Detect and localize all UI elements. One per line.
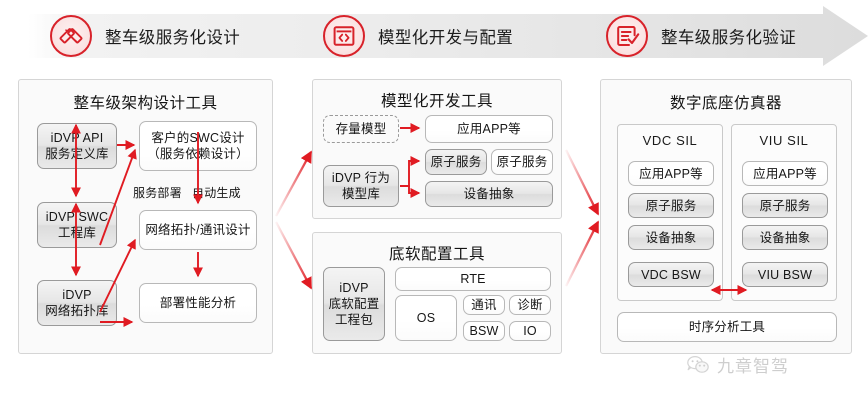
node-idvp-bsw-config-package[interactable]: iDVP 底软配置 工程包 (323, 267, 385, 341)
node-label: 原子服务 (759, 198, 811, 213)
group-title: VIU SIL (759, 133, 809, 148)
node-line-1: iDVP (62, 288, 92, 302)
ruler-pencil-icon (50, 15, 92, 57)
banner-stage-label: 整车级服务化验证 (661, 29, 797, 47)
node-diagnostics[interactable]: 诊断 (509, 295, 551, 315)
edge-label-auto-generate: 自动生成 (192, 186, 241, 200)
banner-stage-design[interactable]: 整车级服务化设计 (50, 6, 240, 66)
node-customer-swc-design[interactable]: 客户的SWC设计 （服务依赖设计） (139, 121, 257, 171)
node-line-2: 工程库 (57, 226, 97, 240)
node-label: RTE (460, 272, 486, 286)
node-atomic-service-secondary[interactable]: 原子服务 (491, 149, 553, 175)
node-line-2: 底软配置 (328, 297, 380, 311)
edge-label-service-deployment: 服务部署 (133, 186, 182, 200)
node-label: OS (416, 311, 436, 325)
banner-stage-label: 模型化开发与配置 (378, 29, 514, 47)
banner-stage-verify[interactable]: 整车级服务化验证 (606, 6, 796, 66)
panel-architecture-design-tool: 整车级架构设计工具 iDVP API 服务定义库 iDVP SWC 工程库 iD… (18, 79, 273, 354)
node-communication[interactable]: 通讯 (463, 295, 505, 315)
banner-stage-label: 整车级服务化设计 (105, 29, 241, 47)
node-label: 诊断 (517, 298, 543, 312)
node-idvp-behavior-model-library[interactable]: iDVP 行为 模型库 (323, 165, 399, 207)
node-io[interactable]: IO (509, 321, 551, 341)
node-rte[interactable]: RTE (395, 267, 551, 291)
node-viu-bsw[interactable]: VIU BSW (742, 262, 828, 287)
panel-title: 底软配置工具 (388, 246, 485, 263)
node-vdc-atomic-service[interactable]: 原子服务 (628, 193, 714, 218)
node-line-2: （服务依赖设计） (147, 147, 249, 161)
node-label: 应用APP等 (639, 166, 703, 181)
node-line-1: iDVP (339, 281, 369, 295)
node-device-abstraction[interactable]: 设备抽象 (425, 181, 553, 207)
node-line-1: iDVP SWC (45, 210, 109, 224)
node-idvp-swc-library[interactable]: iDVP SWC 工程库 (37, 202, 117, 248)
node-label: 设备抽象 (463, 187, 515, 201)
node-label: 通讯 (471, 298, 497, 312)
node-label: 设备抽象 (759, 230, 811, 245)
node-line-1: iDVP API (50, 131, 104, 145)
node-vdc-bsw[interactable]: VDC BSW (628, 262, 714, 287)
panel-model-development-tool: 模型化开发工具 存量模型 iDVP 行为 模型库 应用APP等 原子服务 原子服… (312, 79, 562, 219)
node-timing-analysis-tool[interactable]: 时序分析工具 (617, 312, 837, 342)
node-bsw[interactable]: BSW (463, 321, 505, 341)
node-idvp-topology-library[interactable]: iDVP 网络拓扑库 (37, 280, 117, 326)
node-os[interactable]: OS (395, 295, 457, 341)
node-line-2: 模型库 (341, 187, 381, 201)
node-label: VDC BSW (641, 267, 701, 282)
node-atomic-service-primary[interactable]: 原子服务 (425, 149, 487, 175)
panel-digital-base-simulator: 数字底座仿真器 VDC SIL 应用APP等 原子服务 设备抽象 VDC BSW… (600, 79, 852, 354)
node-label: 存量模型 (335, 122, 387, 136)
node-viu-device-abstraction[interactable]: 设备抽象 (742, 225, 828, 250)
panel-title: 数字底座仿真器 (669, 95, 782, 112)
wechat-icon (687, 355, 709, 373)
watermark-text: 九章智驾 (717, 357, 789, 376)
node-label: BSW (469, 324, 499, 338)
node-label: VIU BSW (757, 267, 813, 282)
panel-basic-software-config-tool: 底软配置工具 iDVP 底软配置 工程包 RTE OS 通讯 诊断 BSW IO (312, 232, 562, 354)
panel-title: 整车级架构设计工具 (73, 95, 218, 112)
code-window-icon (323, 15, 365, 57)
node-idvp-api-library[interactable]: iDVP API 服务定义库 (37, 123, 117, 169)
node-label: 原子服务 (430, 155, 482, 169)
node-line-3: 工程包 (334, 313, 374, 327)
node-line-1: iDVP 行为 (331, 171, 391, 185)
group-title: VDC SIL (642, 133, 698, 148)
node-line-1: 部署性能分析 (159, 296, 237, 310)
node-vdc-app[interactable]: 应用APP等 (628, 161, 714, 186)
node-vdc-device-abstraction[interactable]: 设备抽象 (628, 225, 714, 250)
node-viu-atomic-service[interactable]: 原子服务 (742, 193, 828, 218)
banner-arrow-shape (28, 6, 868, 66)
banner-stage-develop[interactable]: 模型化开发与配置 (323, 6, 513, 66)
node-line-1: 客户的SWC设计 (151, 131, 245, 145)
node-label: 应用APP等 (753, 166, 817, 181)
checklist-icon (606, 15, 648, 57)
watermark: 九章智驾 (686, 352, 789, 377)
node-deployment-performance-analysis[interactable]: 部署性能分析 (139, 283, 257, 323)
node-network-topology-design[interactable]: 网络拓扑/通讯设计 (139, 210, 257, 250)
panel-title: 模型化开发工具 (380, 93, 493, 110)
node-line-1: 网络拓扑/通讯设计 (145, 223, 251, 237)
node-label: 原子服务 (645, 198, 697, 213)
group-vdc-sil: VDC SIL 应用APP等 原子服务 设备抽象 VDC BSW (617, 124, 723, 301)
node-viu-app[interactable]: 应用APP等 (742, 161, 828, 186)
node-label: IO (523, 324, 537, 338)
node-label: 设备抽象 (645, 230, 697, 245)
node-application-app[interactable]: 应用APP等 (425, 115, 553, 143)
node-label: 原子服务 (496, 155, 548, 169)
node-line-2: 网络拓扑库 (45, 304, 109, 318)
node-label: 应用APP等 (457, 122, 521, 136)
node-legacy-model[interactable]: 存量模型 (323, 115, 399, 143)
node-label: 时序分析工具 (688, 320, 766, 334)
process-banner: 整车级服务化设计 模型化开发与配置 (28, 6, 868, 66)
group-viu-sil: VIU SIL 应用APP等 原子服务 设备抽象 VIU BSW (731, 124, 837, 301)
node-line-2: 服务定义库 (45, 147, 109, 161)
